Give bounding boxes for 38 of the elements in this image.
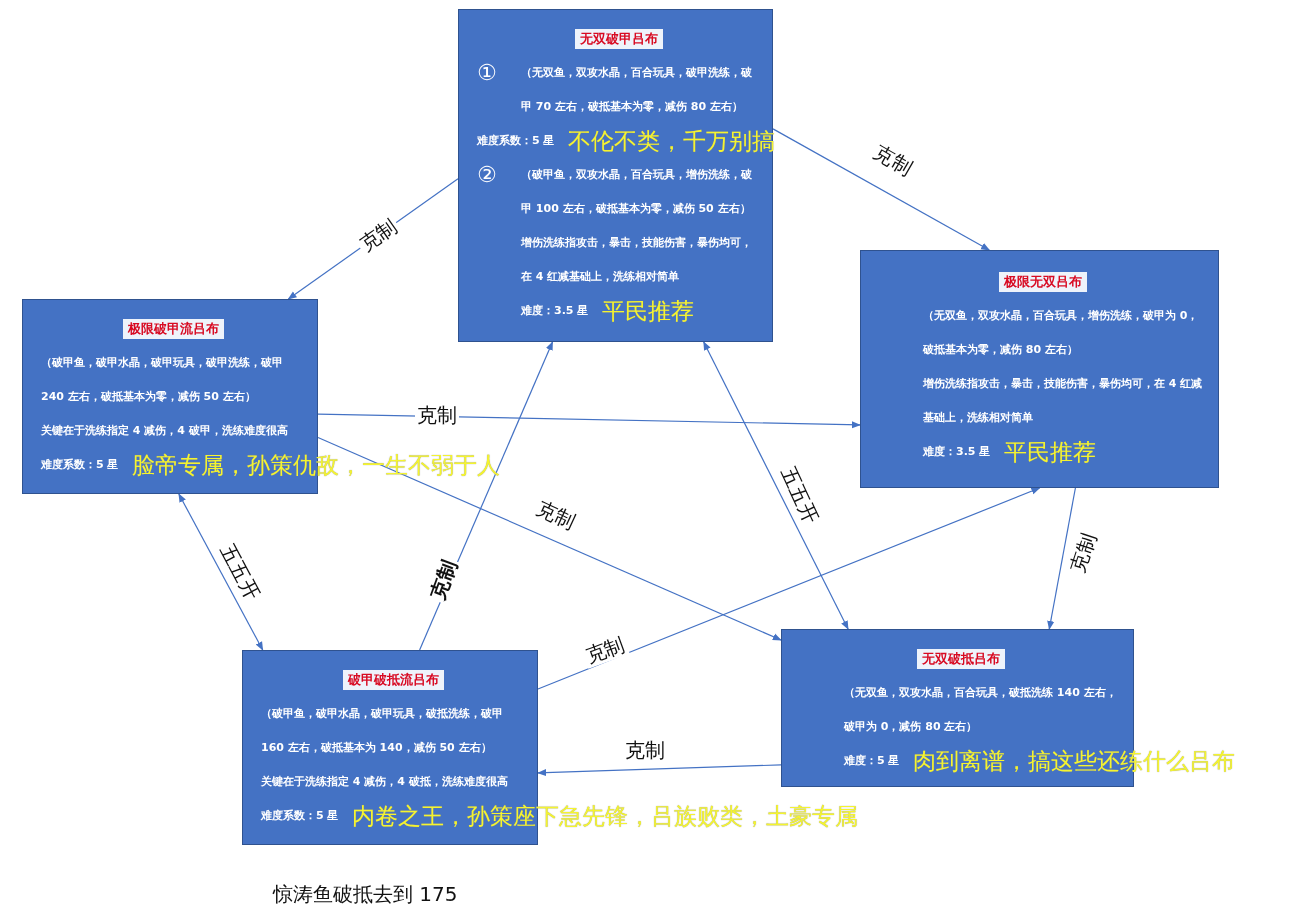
edge-label: 克制	[415, 403, 459, 427]
arrow	[772, 128, 991, 251]
arrow	[537, 764, 782, 777]
box-title: 极限无双吕布	[998, 272, 1087, 292]
box-title: 无双破抵吕布	[916, 649, 1005, 669]
item-text: 增伤洗练指攻击，暴击，技能伤害，暴伤均可，在 4 红减基础上，洗练相对简单	[521, 235, 753, 285]
difficulty-text: 难度系数：5 星	[261, 808, 339, 824]
item-text: （无双鱼，双攻水晶，百合玩具，破甲洗练，破甲 70 左右，破抵基本为零，减伤 80 左右）	[521, 65, 753, 115]
note-text: 惊涛鱼破抵去到 175	[273, 881, 458, 908]
difficulty-text: 难度：5 星	[844, 753, 900, 769]
comment-text: 平民推荐	[602, 297, 695, 326]
arrow	[317, 413, 861, 429]
circled-number: ①	[477, 59, 498, 87]
item-text: 增伤洗练指攻击，暴击，技能伤害，暴伤均可，在 4 红减基础上，洗练相对简单	[923, 376, 1204, 426]
item-text: （破甲鱼，双攻水晶，百合玩具，增伤洗练，破甲 100 左右，破抵基本为零，减伤 50 左右）	[521, 167, 753, 217]
item-text: 关键在于洗练指定 4 减伤，4 破抵，洗练难度很高	[261, 774, 509, 790]
build-box	[458, 9, 773, 342]
difficulty-text: 难度：3.5 星	[521, 303, 589, 319]
arrow	[1047, 487, 1076, 630]
circled-number: ②	[477, 161, 498, 189]
difficulty-text: 难度：3.5 星	[923, 444, 991, 460]
edge-label: 克制	[623, 738, 667, 762]
item-text: 关键在于洗练指定 4 减伤，4 破甲，洗练难度很高	[41, 423, 289, 439]
difficulty-text: 难度系数：5 星	[477, 133, 555, 149]
difficulty-text: 难度系数：5 星	[41, 457, 119, 473]
arrow	[317, 436, 782, 641]
build-box	[860, 250, 1219, 488]
box-title: 极限破甲流吕布	[122, 319, 224, 339]
item-text: （无双鱼，双攻水晶，百合玩具，破抵洗练 140 左右，破甲为 0，减伤 80 左右）	[844, 685, 1118, 735]
arrow	[537, 487, 1041, 690]
box-title: 破甲破抵流吕布	[342, 670, 444, 690]
comment-text: 平民推荐	[1004, 438, 1097, 467]
arrow	[703, 341, 849, 630]
item-text: （破甲鱼，破甲水晶，破甲玩具，破抵洗练，破甲 160 左右，破抵基本为 140，减伤 50 左右）	[261, 706, 504, 756]
box-title: 无双破甲吕布	[574, 29, 663, 49]
arrow	[178, 493, 264, 651]
item-text: （无双鱼，双攻水晶，百合玩具，增伤洗练，破甲为 0，破抵基本为零，减伤 80 左右）	[923, 308, 1200, 358]
item-text: （破甲鱼，破甲水晶，破甲玩具，破甲洗练，破甲 240 左右，破抵基本为零，减伤 50 左右）	[41, 355, 284, 405]
